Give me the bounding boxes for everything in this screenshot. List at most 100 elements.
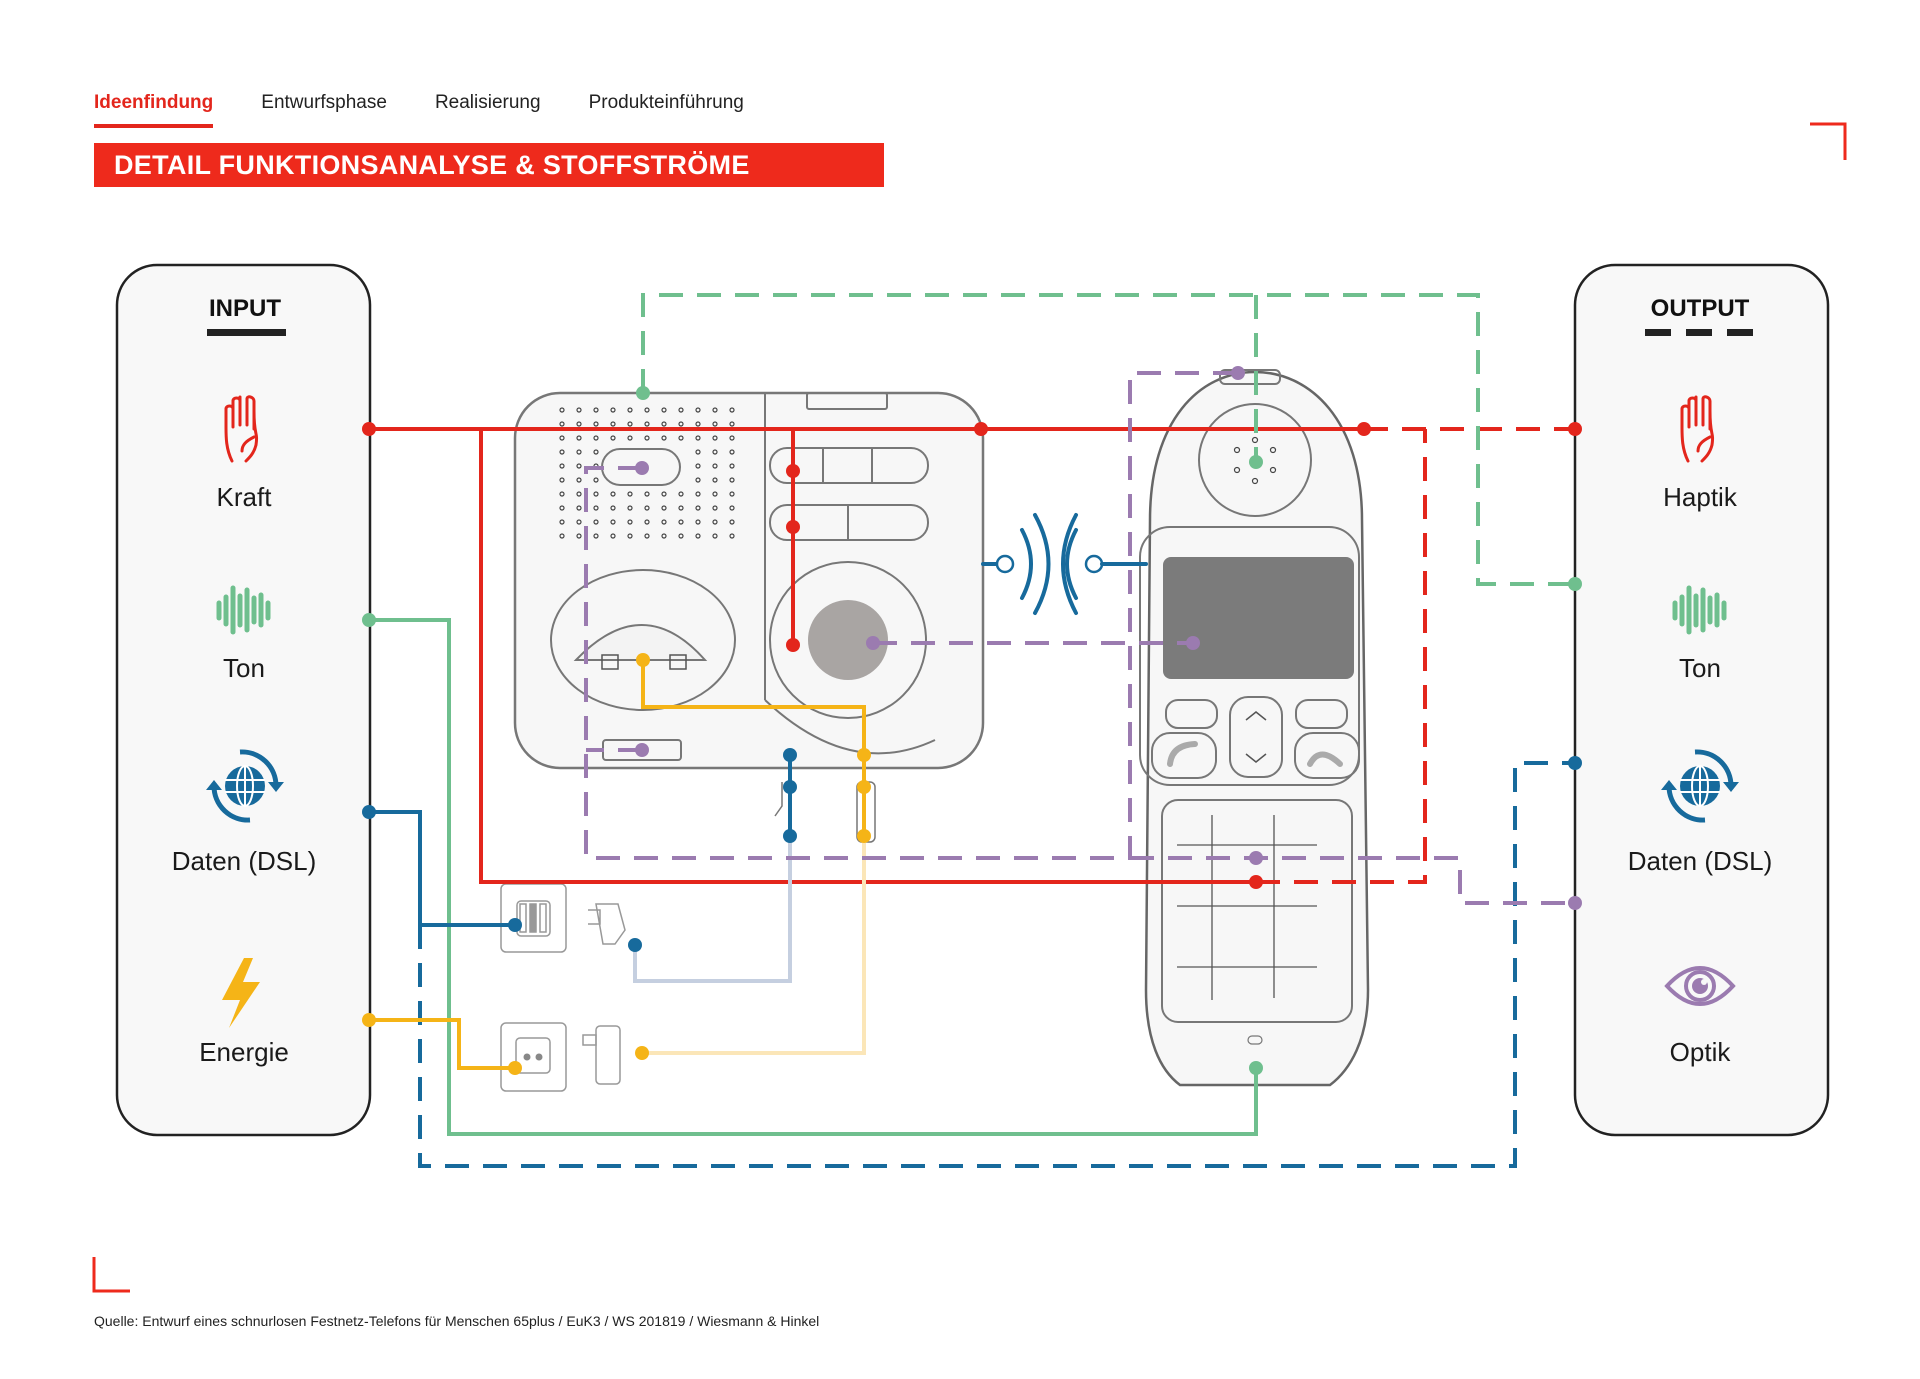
grille-hole <box>593 435 599 441</box>
grille-hole <box>712 505 718 511</box>
grille-hole <box>593 477 599 483</box>
grille-hole <box>678 533 684 539</box>
grille-hole <box>559 407 565 413</box>
grille-hole <box>576 421 582 427</box>
grille-hole <box>712 491 718 497</box>
speaker-grille <box>559 407 735 539</box>
grille-hole <box>712 477 718 483</box>
haptik-keypad-line <box>1256 429 1427 884</box>
softkey-right <box>1295 699 1348 729</box>
handset <box>1139 369 1370 1087</box>
sound-wave-icon <box>216 585 271 635</box>
grille-hole <box>729 505 735 511</box>
grille-hole <box>610 519 616 525</box>
energie-input-node <box>362 1013 376 1027</box>
grille-hole <box>695 519 701 525</box>
daten-output-node <box>1568 756 1582 770</box>
grille-hole <box>576 449 582 455</box>
grille-hole <box>678 491 684 497</box>
grille-hole <box>695 449 701 455</box>
phone-plug <box>588 903 626 945</box>
sound-wave-icon <box>1672 585 1727 635</box>
hand-icon <box>1680 395 1715 463</box>
grille-hole <box>729 435 735 441</box>
kraft-keypad-line <box>479 429 1256 884</box>
grille-hole <box>661 533 667 539</box>
optik-loop-line <box>584 371 1238 860</box>
grille-hole <box>593 421 599 427</box>
grille-hole <box>695 407 701 413</box>
nav-key <box>1229 696 1283 778</box>
grille-hole <box>729 449 735 455</box>
ton-output-line <box>641 293 1575 586</box>
base-phone-port-node <box>783 748 797 762</box>
corner-mark-top-right <box>1810 122 1847 160</box>
grille-hole <box>695 463 701 469</box>
grille-hole <box>729 463 735 469</box>
grille-hole <box>712 421 718 427</box>
tab-produkteinfuehrung[interactable]: Produkteinführung <box>588 92 744 113</box>
grille-hole <box>644 491 650 497</box>
grille-hole <box>695 477 701 483</box>
handset-cradle <box>550 569 736 711</box>
grille-hole <box>729 407 735 413</box>
grille-hole <box>661 421 667 427</box>
phase-tabs: Ideenfindung Entwurfsphase Realisierung … <box>94 92 744 128</box>
grille-hole <box>729 491 735 497</box>
grille-hole <box>576 491 582 497</box>
grille-hole <box>559 463 565 469</box>
display-node <box>1186 636 1200 650</box>
grille-hole <box>576 533 582 539</box>
tab-ideenfindung[interactable]: Ideenfindung <box>94 92 214 128</box>
charging-contact <box>669 654 687 670</box>
tab-realisierung[interactable]: Realisierung <box>434 92 541 113</box>
grille-hole <box>627 505 633 511</box>
grille-hole <box>593 407 599 413</box>
grille-hole <box>729 519 735 525</box>
speaker-button <box>808 600 888 680</box>
grille-hole <box>678 407 684 413</box>
base-node <box>974 422 988 436</box>
keypad-light-node <box>1249 851 1263 865</box>
input-heading: INPUT <box>209 295 281 322</box>
grille-hole <box>661 491 667 497</box>
grille-hole <box>576 477 582 483</box>
base-led-node <box>635 461 649 475</box>
input-label-energie: Energie <box>199 1037 289 1067</box>
grille-hole <box>644 435 650 441</box>
haptik-output-node <box>1568 422 1582 436</box>
grille-hole <box>576 463 582 469</box>
grille-hole <box>729 477 735 483</box>
grille-hole <box>610 435 616 441</box>
call-key <box>1151 732 1217 779</box>
base-station <box>513 391 985 843</box>
grille-hole <box>729 421 735 427</box>
tab-entwurfsphase[interactable]: Entwurfsphase <box>261 92 387 113</box>
base-button-node <box>786 520 800 534</box>
microphone <box>1247 1035 1263 1045</box>
output-label-optik: Optik <box>1670 1037 1732 1067</box>
grille-hole <box>729 533 735 539</box>
grille-hole <box>593 519 599 525</box>
grille-hole <box>559 477 565 483</box>
grille-hole <box>593 533 599 539</box>
input-label-daten: Daten (DSL) <box>172 846 317 876</box>
power-wall-socket <box>500 1022 567 1092</box>
optik-output-node <box>1568 896 1582 910</box>
grille-hole <box>576 407 582 413</box>
power-cable-node <box>857 780 871 794</box>
globe-sync-icon <box>206 749 284 823</box>
grille-hole <box>593 491 599 497</box>
ton-input-line <box>369 618 1258 1136</box>
source-footnote: Quelle: Entwurf eines schnurlosen Festne… <box>94 1313 820 1329</box>
grille-hole <box>661 435 667 441</box>
solid-line-legend <box>207 329 286 336</box>
grille-hole <box>644 519 650 525</box>
input-panel: INPUT Kraft Ton Daten (DSL) Energie <box>115 263 372 1137</box>
grille-hole <box>678 519 684 525</box>
grille-hole <box>712 533 718 539</box>
grille-hole <box>712 519 718 525</box>
call-icon <box>1167 741 1198 767</box>
grille-hole <box>576 519 582 525</box>
